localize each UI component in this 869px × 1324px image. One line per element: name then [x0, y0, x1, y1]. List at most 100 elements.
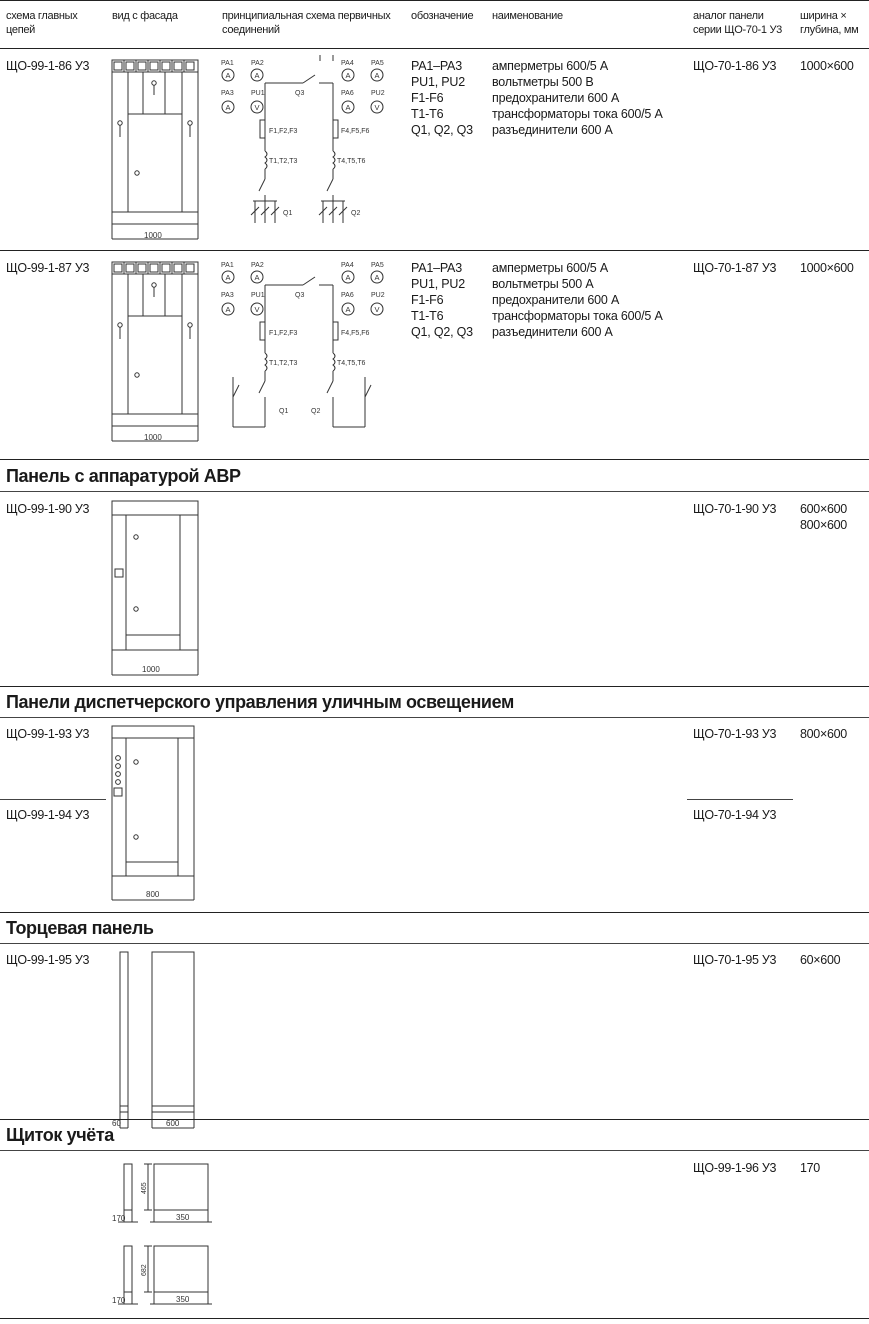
header-col-schema: принципиальная схема первичных соединени…	[222, 10, 391, 36]
section-dispatch-rule	[0, 717, 869, 718]
svg-text:Q1: Q1	[279, 408, 288, 415]
svg-text:A: A	[254, 71, 259, 80]
row-90-dim: 1000	[142, 665, 160, 674]
svg-text:A: A	[225, 273, 230, 282]
svg-text:A: A	[225, 71, 230, 80]
row-86-code: ЩО-99-1-86 У3	[6, 59, 90, 73]
section-title-dispatch: Панели диспетчерского управления уличным…	[6, 692, 514, 712]
row-94-code: ЩО-99-1-94 У3	[6, 808, 90, 822]
svg-text:PA5: PA5	[371, 262, 384, 269]
header-col-size: ширина × глубина, мм	[800, 10, 859, 36]
section-title-meter: Щиток учёта	[6, 1125, 114, 1145]
row-93-separator-right	[687, 799, 793, 800]
svg-text:A: A	[345, 305, 350, 314]
row-93-separator-left	[0, 799, 106, 800]
bottom-rule	[0, 1318, 869, 1319]
svg-text:T4,T5,T6: T4,T5,T6	[337, 158, 366, 165]
svg-text:V: V	[374, 103, 379, 112]
svg-text:A: A	[345, 103, 350, 112]
row-96-facade-2: 170 350 682	[112, 1245, 212, 1305]
row-86-names: амперметры 600/5 А вольтметры 500 В пред…	[492, 59, 663, 137]
svg-text:F1,F2,F3: F1,F2,F3	[269, 330, 298, 337]
section-meter-rule	[0, 1150, 869, 1151]
svg-text:A: A	[374, 273, 379, 282]
row-96-facade-1: 170 350 465	[112, 1163, 212, 1223]
row-95-analog: ЩО-70-1-95 У3	[693, 953, 777, 967]
svg-text:V: V	[254, 103, 259, 112]
row-93-code: ЩО-99-1-93 У3	[6, 727, 90, 741]
svg-text:PU1: PU1	[251, 292, 265, 299]
svg-text:A: A	[225, 103, 230, 112]
row-90-code: ЩО-99-1-90 У3	[6, 502, 90, 516]
row-87-facade: 1000	[111, 261, 199, 442]
svg-text:PA6: PA6	[341, 292, 354, 299]
row-90-rule	[0, 686, 869, 687]
svg-text:Q1: Q1	[283, 210, 292, 217]
row-87-dim: 1000	[144, 433, 162, 442]
row-93-rule	[0, 912, 869, 913]
row-95-dim-side: 60	[112, 1119, 121, 1128]
row-96-dim-f-1: 350	[176, 1213, 190, 1222]
section-end-rule	[0, 943, 869, 944]
header-rule	[0, 48, 869, 49]
row-95-rule	[0, 1119, 869, 1120]
header-col-facade: вид с фасада	[112, 10, 178, 22]
svg-text:PA5: PA5	[371, 60, 384, 67]
svg-text:F4,F5,F6: F4,F5,F6	[341, 128, 370, 135]
section-avr-rule	[0, 491, 869, 492]
svg-text:Q2: Q2	[351, 210, 360, 217]
row-94-analog: ЩО-70-1-94 У3	[693, 808, 777, 822]
svg-text:PU1: PU1	[251, 90, 265, 97]
header-col-main-circuits: схема главных цепей	[6, 10, 78, 36]
row-87-designations: PA1–PA3 PU1, PU2 F1-F6 T1-T6 Q1, Q2, Q3	[411, 261, 473, 339]
svg-text:Q3: Q3	[295, 292, 304, 299]
svg-text:PA6: PA6	[341, 90, 354, 97]
row-86-rule	[0, 250, 869, 251]
section-title-end: Торцевая панель	[6, 918, 154, 938]
header-col-designation: обозначение	[411, 10, 474, 22]
row-96-analog: ЩО-99-1-96 У3	[693, 1161, 777, 1175]
section-title-avr: Панель с аппаратурой АВР	[6, 466, 241, 486]
row-86-facade: 1000	[111, 59, 199, 240]
row-96-dim-h-1: 465	[141, 1182, 148, 1194]
row-87-names: амперметры 600/5 А вольтметры 500 А пред…	[492, 261, 663, 339]
row-87-analog: ЩО-70-1-87 У3	[693, 261, 777, 275]
svg-text:V: V	[254, 305, 259, 314]
row-93-size: 800×600	[800, 727, 847, 741]
svg-text:PA4: PA4	[341, 60, 354, 67]
svg-text:PU2: PU2	[371, 90, 385, 97]
row-87-size: 1000×600	[800, 261, 854, 275]
row-87-code: ЩО-99-1-87 У3	[6, 261, 90, 275]
row-90-size: 600×600 800×600	[800, 502, 847, 532]
svg-text:PA1: PA1	[221, 60, 234, 67]
svg-text:T1,T2,T3: T1,T2,T3	[269, 158, 298, 165]
svg-text:A: A	[254, 273, 259, 282]
svg-text:A: A	[374, 71, 379, 80]
svg-text:Q2: Q2	[311, 408, 320, 415]
svg-text:A: A	[225, 305, 230, 314]
header-col-name: наименование	[492, 10, 563, 22]
row-90-facade: 1000	[111, 500, 199, 676]
row-86-size: 1000×600	[800, 59, 854, 73]
row-95-facade: 60 600	[112, 951, 195, 1129]
svg-text:Q3: Q3	[295, 90, 304, 97]
top-rule	[0, 0, 869, 1]
row-93-dim: 800	[146, 890, 160, 899]
row-86-dim: 1000	[144, 231, 162, 240]
svg-text:PU2: PU2	[371, 292, 385, 299]
svg-text:F4,F5,F6: F4,F5,F6	[341, 330, 370, 337]
svg-text:T4,T5,T6: T4,T5,T6	[337, 360, 366, 367]
row-96-dim-f-2: 350	[176, 1295, 190, 1304]
row-86-designations: PA1–PA3 PU1, PU2 F1-F6 T1-T6 Q1, Q2, Q3	[411, 59, 473, 137]
row-96-dim-w-1: 170	[112, 1214, 126, 1223]
row-86-schema: PA1 PA2 PA4 PA5 PA3 PU1 PA6 PU2 Q3 F1,F2…	[221, 55, 385, 223]
row-95-code: ЩО-99-1-95 У3	[6, 953, 90, 967]
svg-text:PA2: PA2	[251, 60, 264, 67]
svg-text:PA3: PA3	[221, 292, 234, 299]
svg-text:A: A	[345, 273, 350, 282]
header-col-analog: аналог панели серии ЩО-70-1 У3	[693, 10, 782, 36]
svg-text:PA3: PA3	[221, 90, 234, 97]
svg-text:A: A	[345, 71, 350, 80]
svg-text:PA4: PA4	[341, 262, 354, 269]
svg-text:V: V	[374, 305, 379, 314]
